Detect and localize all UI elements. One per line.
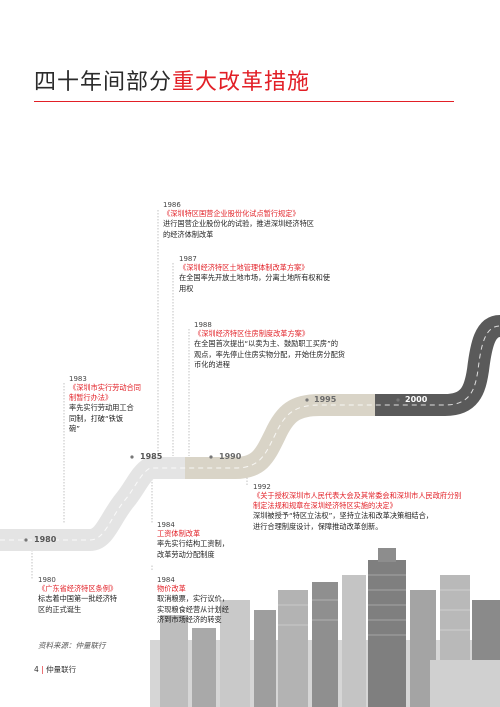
event-1986: 1986 《深圳特区国营企业股份化试点暂行规定》 进行国营企业股份化的试验，推进…: [163, 201, 373, 240]
page-number: 4: [34, 665, 39, 674]
event-body: 在全国率先开放土地市场，分离土地所有权和使用权: [179, 273, 330, 293]
page-title: 四十年间部分重大改革措施: [34, 64, 310, 96]
event-year: 1986: [163, 201, 181, 209]
event-headline: 《关于授权深圳市人民代表大会及其常委会和深圳市人民政府分别制定法规和规章在深圳经…: [253, 491, 462, 510]
road-year-1980: 1980: [34, 535, 57, 544]
road-year-1990: 1990: [219, 452, 242, 461]
title-accent: 重大改革措施: [172, 70, 311, 95]
event-body: 率先实行结构工资制，改革劳动分配制度: [157, 539, 229, 559]
event-body: 标志着中国第一批经济特区的正式诞生: [38, 594, 118, 614]
event-body: 在全国首次提出“以卖为主、鼓励职工买房”的观点，率先停止住房实物分配，开始住房分…: [194, 339, 345, 369]
event-year: 1992: [253, 483, 271, 491]
source-note: 资料来源：仲量联行: [38, 641, 106, 650]
event-body: 率先实行劳动用工合同制，打破“铁饭碗”: [69, 403, 134, 433]
event-body: 取消粮票，实行议价，实现粮食经营从计划经济到市场经济的转变: [157, 594, 229, 624]
event-1992: 1992 《关于授权深圳市人民代表大会及其常委会和深圳市人民政府分别制定法规和规…: [253, 483, 493, 532]
event-headline: 工资体制改革: [157, 529, 201, 538]
event-1988: 1988 《深圳经济特区住房制度改革方案》 在全国首次提出“以卖为主、鼓励职工买…: [194, 321, 394, 371]
footer-brand: 仲量联行: [46, 665, 77, 674]
event-1984-price: 1984 物价改革 取消粮票，实行议价，实现粮食经营从计划经济到市场经济的转变: [157, 576, 267, 626]
event-body: 深圳被授予“特区立法权”，坚持立法和改革决策相结合，进行合理制度设计，保障推动改…: [253, 511, 433, 531]
event-year: 1983: [69, 375, 87, 383]
event-year: 1984: [157, 521, 175, 529]
road-year-1985: 1985: [140, 452, 163, 461]
event-1980: 1980 《广东省经济特区条例》 标志着中国第一批经济特区的正式诞生: [38, 576, 148, 615]
road-year-2000: 2000: [405, 395, 428, 404]
road-year-1995: 1995: [314, 395, 337, 404]
event-headline: 《深圳特区国营企业股份化试点暂行规定》: [163, 209, 300, 218]
page-footer: 4 | 仲量联行: [34, 665, 77, 674]
event-year: 1980: [38, 576, 56, 584]
event-year: 1988: [194, 321, 212, 329]
event-headline: 《深圳市实行劳动合同制暂行办法》: [69, 383, 141, 402]
event-1987: 1987 《深圳经济特区土地管理体制改革方案》 在全国率先开放土地市场，分离土地…: [179, 255, 379, 294]
event-1984-wage: 1984 工资体制改革 率先实行结构工资制，改革劳动分配制度: [157, 521, 267, 560]
event-headline: 《深圳经济特区住房制度改革方案》: [194, 329, 310, 338]
city-skyline-illustration: [150, 548, 500, 707]
event-year: 1987: [179, 255, 197, 263]
event-1983: 1983 《深圳市实行劳动合同制暂行办法》 率先实行劳动用工合同制，打破“铁饭碗…: [69, 375, 164, 435]
event-body: 进行国营企业股份化的试验，推进深圳经济特区的经济体制改革: [163, 219, 314, 239]
event-headline: 物价改革: [157, 584, 186, 593]
title-prefix: 四十年间部分: [34, 70, 173, 95]
title-rule: [34, 101, 454, 102]
event-year: 1984: [157, 576, 175, 584]
event-headline: 《深圳经济特区土地管理体制改革方案》: [179, 263, 309, 272]
event-headline: 《广东省经济特区条例》: [38, 584, 118, 593]
